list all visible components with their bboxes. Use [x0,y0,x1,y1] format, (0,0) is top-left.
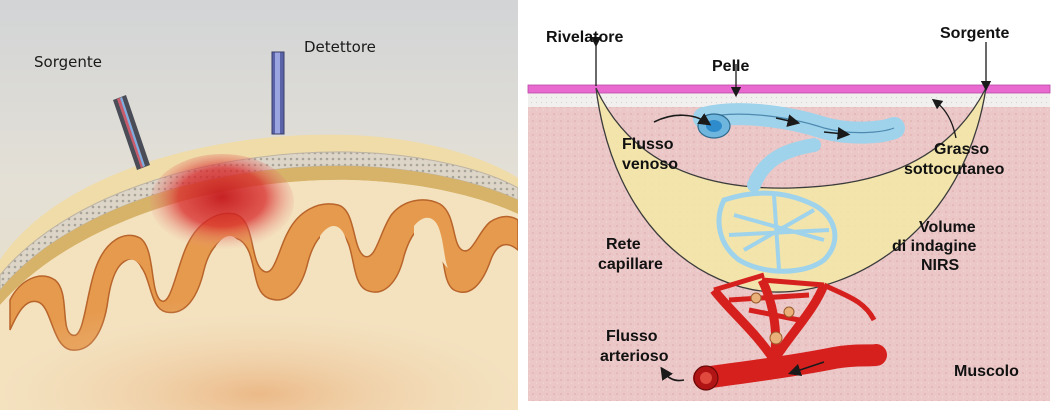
fat-label-line1: Grasso [934,141,989,158]
source-label: Sorgente [940,25,1009,42]
deep-tissue-glow [0,250,518,410]
detector-label: Detettore [304,38,376,56]
volume-label-line1: Volume [919,219,976,236]
arterial-flow-label-line1: Flusso [606,328,658,345]
fat-label-line2: sottocutaneo [904,161,1005,178]
venous-flow-label-line2: venoso [622,156,678,173]
skin-layer [528,85,1050,93]
arterial-flow-label-line2: arterioso [600,348,669,365]
volume-label-line2: di indagine [892,238,977,255]
venous-flow-label-line1: Flusso [622,136,674,153]
tissue-nirs-diagram: Rivelatore Sorgente Pelle Flusso venoso … [524,0,1052,410]
volume-label-line3: NIRS [921,257,960,274]
detector-probe [272,52,284,134]
brain-illustration-svg: Sorgente Detettore [0,0,518,410]
nirs-absorption-region [150,154,294,250]
source-label: Sorgente [34,53,102,71]
capillary-label-line1: Rete [606,236,641,253]
muscle-label: Muscolo [954,363,1019,380]
detector-label: Rivelatore [546,29,623,46]
fat-layer [528,93,1050,107]
brain-nirs-illustration: Sorgente Detettore [0,0,518,410]
capillary-label-line2: capillare [598,256,663,273]
tissue-diagram-svg: Rivelatore Sorgente Pelle Flusso venoso … [524,0,1052,410]
skin-label: Pelle [712,58,749,75]
